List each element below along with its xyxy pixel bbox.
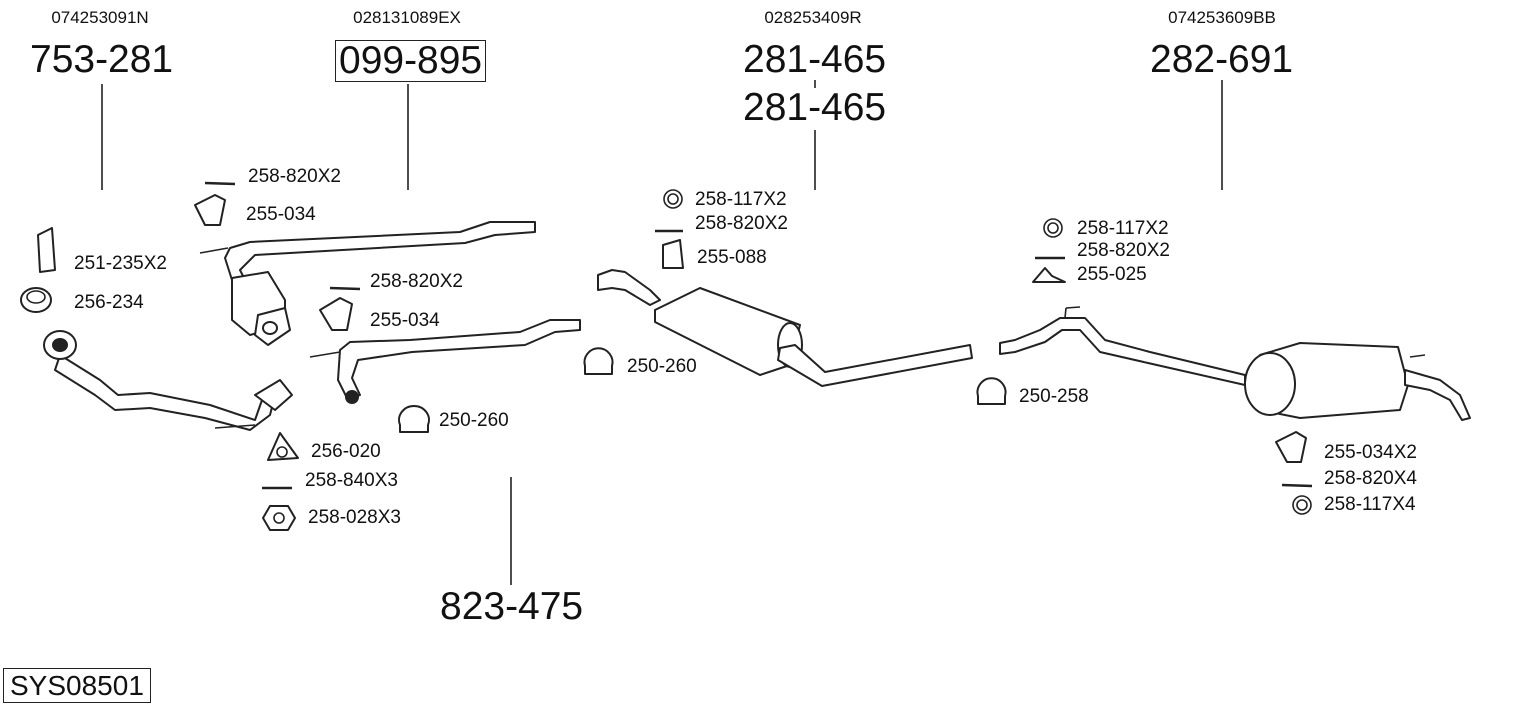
fitting-label[interactable]: 258-820X2 [248,166,341,187]
flange-gasket-icon [20,287,52,313]
hanger-icon [1275,431,1307,463]
fitting-label[interactable]: 258-117X2 [1077,218,1169,239]
fitting-label[interactable]: 250-260 [439,410,509,431]
center-muffler-drawing [597,269,973,387]
ring-icon [1292,495,1312,515]
part-number-center-muffler-secondary[interactable]: 281-465 [743,86,887,129]
fitting-label[interactable]: 258-820X2 [370,271,463,292]
fitting-label[interactable]: 258-840X3 [305,470,398,491]
fitting-label[interactable]: 255-025 [1077,264,1147,285]
fitting-label[interactable]: 258-820X2 [1077,240,1170,261]
bolt-icon [204,181,236,186]
leader-lines [101,80,1223,585]
fitting-icons [20,181,1313,531]
clamp-icon [583,347,614,375]
gasket-icon [267,432,299,461]
hanger-icon [319,297,353,331]
ring-icon [663,189,683,209]
hanger-icon [194,194,226,226]
part-number-center-muffler[interactable]: 281-465 [743,38,887,81]
oem-number: 028131089EX [353,8,461,27]
fitting-label[interactable]: 255-034X2 [1324,442,1417,463]
fitting-label[interactable]: 256-234 [74,292,144,313]
clamp-icon [976,377,1007,405]
front-pipe-drawing [43,330,293,431]
fitting-label[interactable]: 251-235X2 [74,253,167,274]
bolt-icon [1281,483,1313,488]
intermediate-pipe-drawing [309,319,581,404]
clamp-icon [398,405,430,433]
oem-number: 028253409R [764,8,862,27]
bracket-icon [37,227,56,273]
rubber-hanger-icon [662,239,684,269]
part-number-rear-muffler[interactable]: 282-691 [1150,38,1294,81]
bolt-icon [329,286,361,291]
fitting-label[interactable]: 258-820X2 [695,213,788,234]
nut-icon [262,505,296,531]
fitting-label[interactable]: 258-820X4 [1324,468,1417,489]
fitting-label[interactable]: 255-088 [697,247,767,268]
ring-icon [1043,218,1063,238]
fitting-label[interactable]: 256-020 [311,441,381,462]
catalytic-converter-drawing [199,221,536,346]
part-number-front-pipe[interactable]: 753-281 [30,38,174,81]
system-id-label: SYS08501 [3,668,151,703]
rear-muffler-drawing [999,306,1471,421]
mount-icon [1032,267,1066,283]
part-number-catalytic-converter[interactable]: 099-895 [335,40,487,82]
fitting-label[interactable]: 255-034 [370,310,440,331]
fitting-label[interactable]: 258-117X4 [1324,494,1416,515]
fitting-label[interactable]: 250-258 [1019,386,1089,407]
oem-number: 074253609BB [1168,8,1276,27]
oem-number: 074253091N [51,8,149,27]
fitting-label[interactable]: 255-034 [246,204,316,225]
fitting-label[interactable]: 250-260 [627,356,697,377]
fitting-label[interactable]: 258-028X3 [308,507,401,528]
fitting-label[interactable]: 258-117X2 [695,189,787,210]
part-number-intermediate-pipe[interactable]: 823-475 [440,585,584,628]
